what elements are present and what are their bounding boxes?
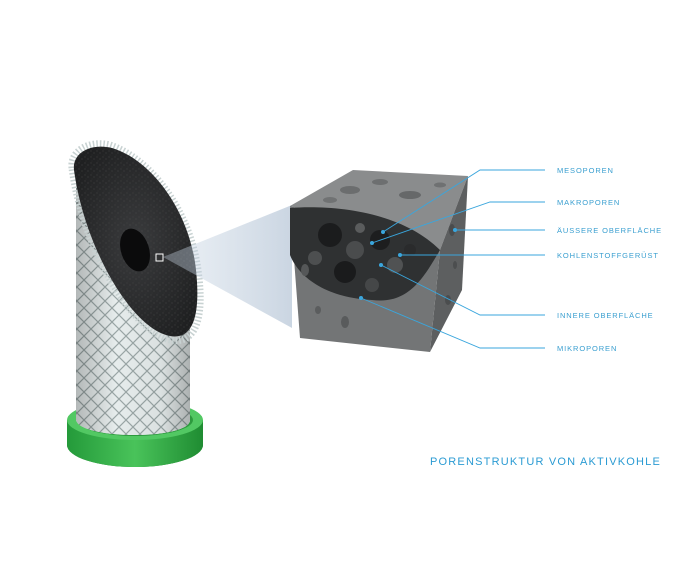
label-makroporen: MAKROPOREN: [557, 198, 620, 207]
label-innere-oberflaeche: INNERE OBERFLÄCHE: [557, 311, 654, 320]
label-aeussere-oberflaeche: ÄUSSERE OBERFLÄCHE: [557, 226, 662, 235]
label-mesoporen: MESOPOREN: [557, 166, 614, 175]
carbon-cube: [290, 170, 468, 352]
label-kohlenstoffgeruest: KOHLENSTOFFGERÜST: [557, 251, 659, 260]
label-mikroporen: MIKROPOREN: [557, 344, 617, 353]
diagram-caption: PORENSTRUKTUR VON AKTIVKOHLE: [430, 456, 661, 468]
filter-cartridge: [67, 144, 203, 467]
